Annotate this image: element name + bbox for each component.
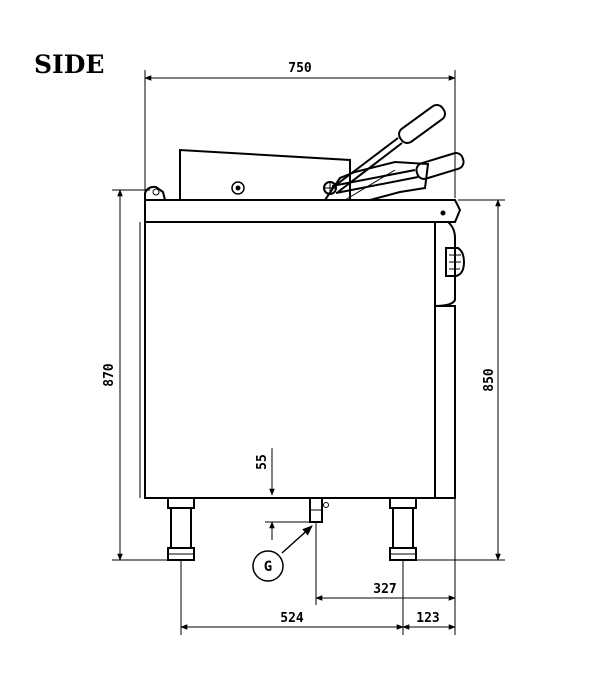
callout-label: G <box>264 559 272 575</box>
dim-total-height: 870 <box>102 363 117 387</box>
dim-total-width: 750 <box>288 61 312 76</box>
dim-foot-offset: 123 <box>416 611 439 626</box>
foot-right <box>389 497 417 561</box>
view-title: SIDE <box>34 50 105 79</box>
fryer-basket <box>324 160 430 201</box>
control-knob-icon <box>445 247 466 277</box>
dimension-lines <box>112 70 505 635</box>
dim-drain-height: 55 <box>255 454 270 470</box>
front-door <box>434 305 456 499</box>
basket-handle-lower <box>331 152 465 194</box>
indicator-icon <box>231 181 245 195</box>
dim-foot-spacing: 524 <box>280 611 304 626</box>
fryer-outline <box>139 104 466 561</box>
dim-worktop-height: 850 <box>482 368 497 392</box>
basket-handle-upper <box>331 104 446 193</box>
callout-g: G <box>252 525 313 582</box>
cabinet-body <box>144 221 436 499</box>
splash-back <box>179 148 351 200</box>
dim-drain-offset: 327 <box>373 582 396 597</box>
worktop <box>144 199 462 223</box>
gas-connection <box>309 497 329 523</box>
foot-left <box>167 497 195 561</box>
